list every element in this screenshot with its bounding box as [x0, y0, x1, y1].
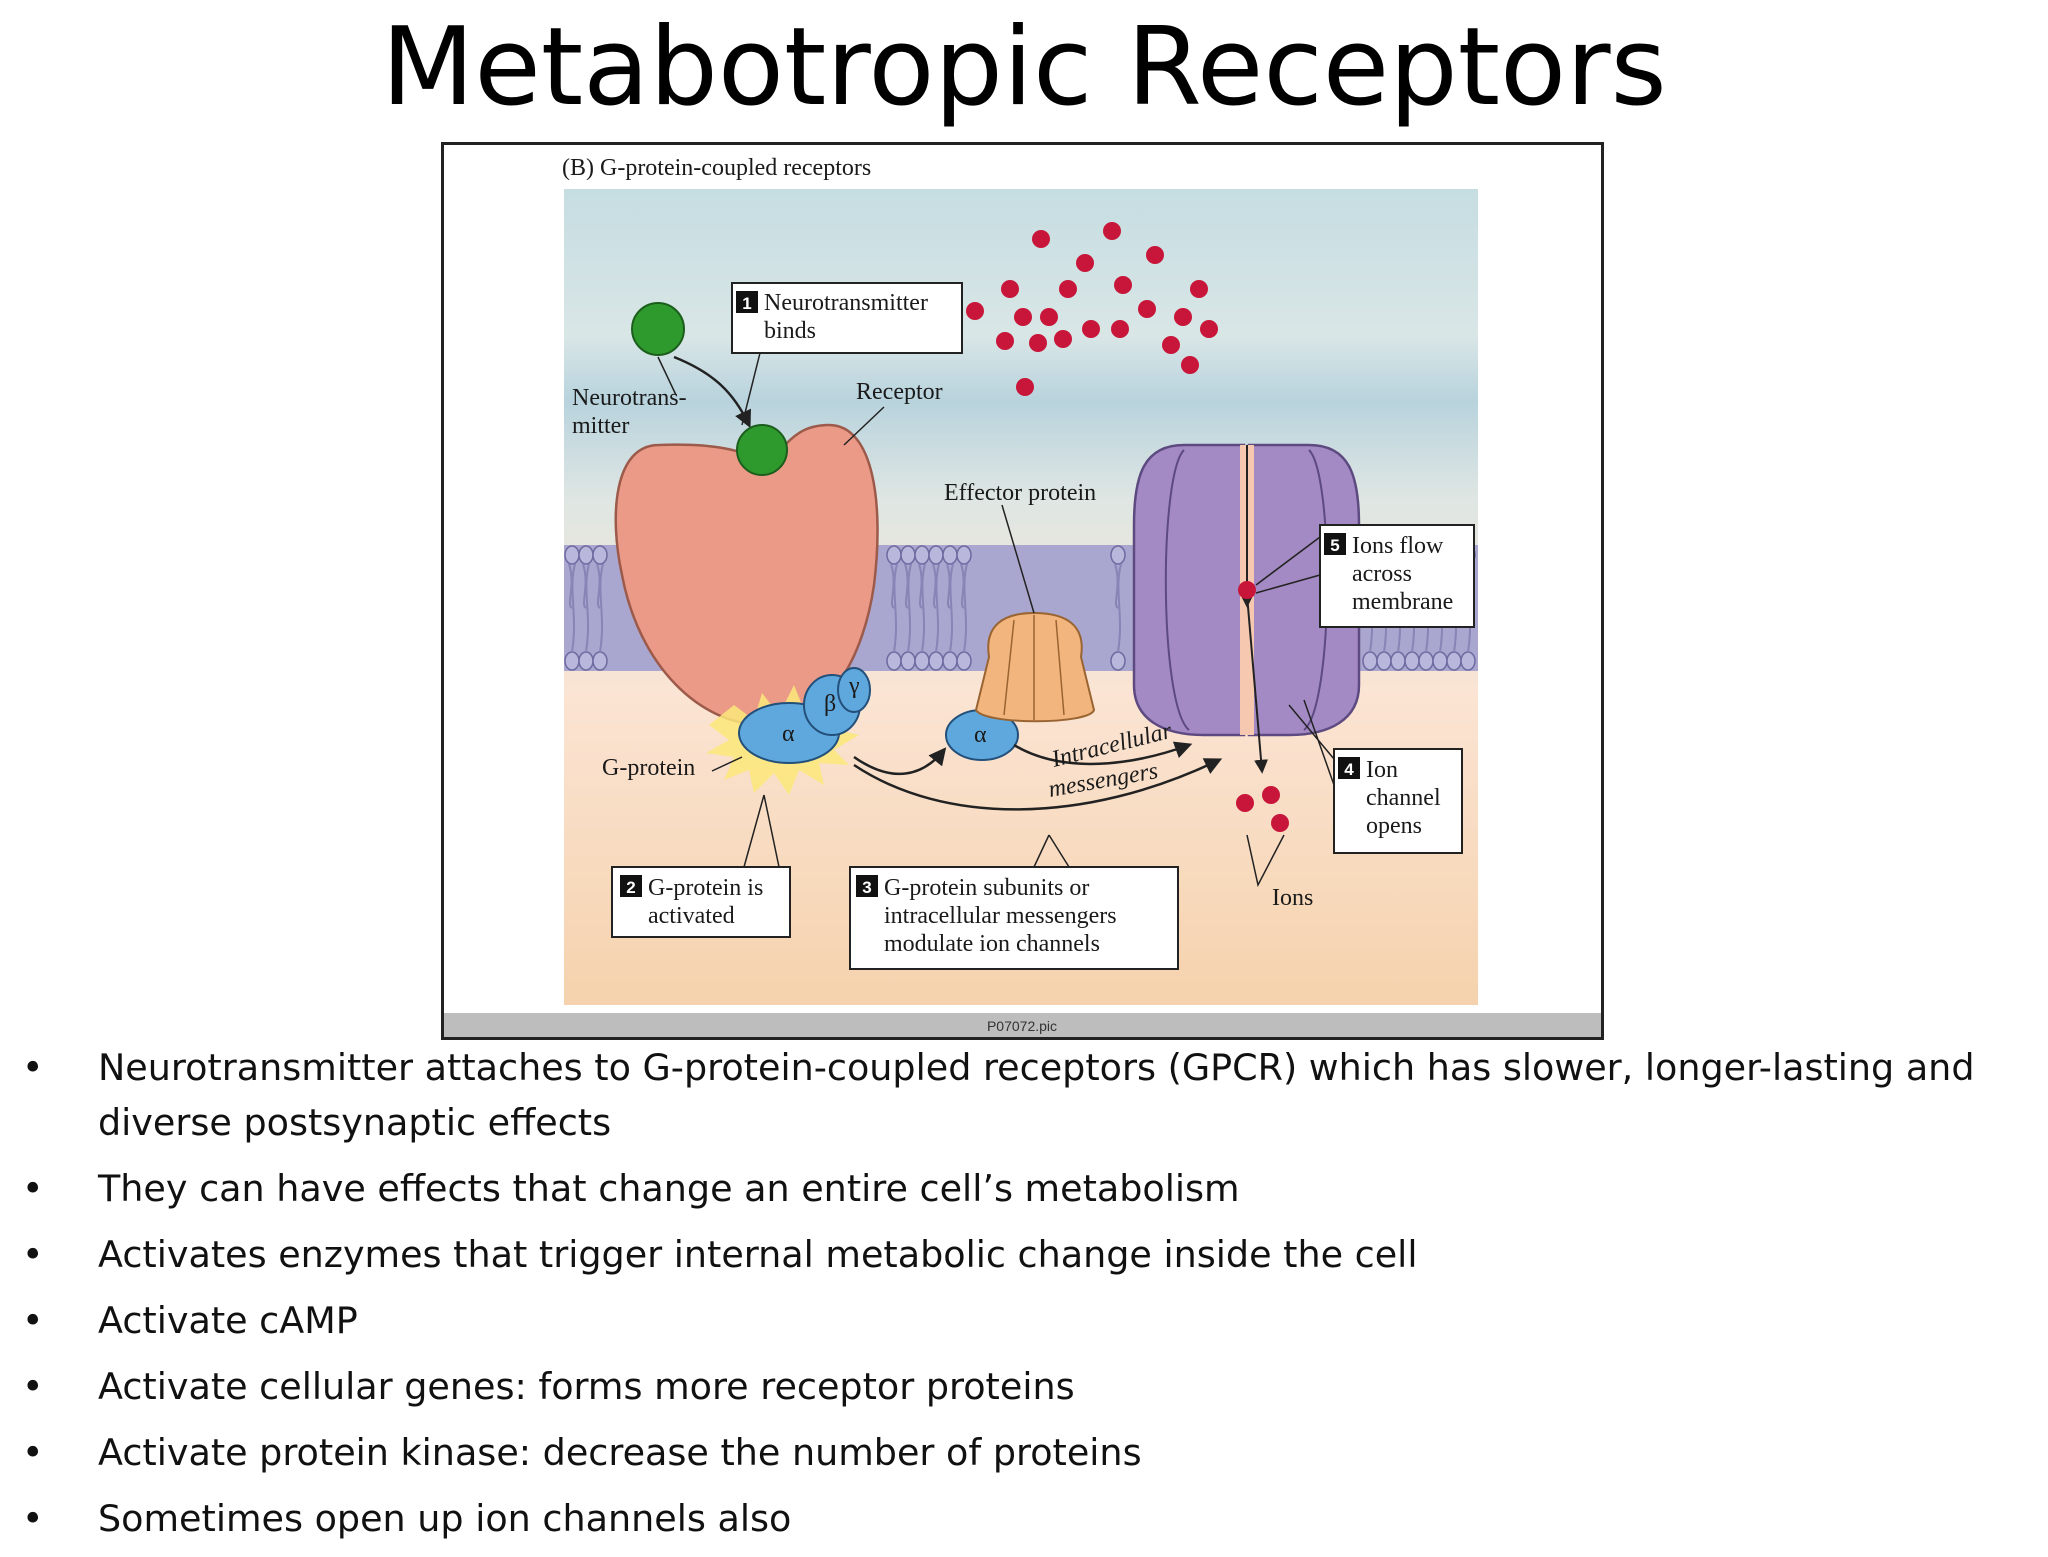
- bullet-text: Neurotransmitter attaches to G-protein-c…: [98, 1046, 1975, 1144]
- receptor-leader: [843, 406, 885, 446]
- step-4-callout: 4 Ion channel opens: [1288, 699, 1463, 854]
- ion-exit-arrow: [1246, 594, 1269, 774]
- bullet-text: Activate protein kinase: decrease the nu…: [98, 1431, 1142, 1474]
- neurotransmitter-label-2: mitter: [572, 413, 629, 439]
- svg-text:across: across: [1352, 561, 1412, 587]
- bullet-text: Activate cAMP: [98, 1299, 358, 1342]
- bullet-glyph: •: [22, 1046, 44, 1089]
- beta-label: β: [824, 691, 836, 717]
- figure-footer-bar: [444, 1013, 1601, 1037]
- bullet-item: • Sometimes open up ion channels also: [0, 1491, 2048, 1546]
- bullet-item: • Activate protein kinase: decrease the n…: [0, 1425, 2048, 1480]
- alpha-release-arrow: [853, 747, 947, 776]
- alpha-label-2: α: [974, 722, 987, 748]
- svg-text:membrane: membrane: [1352, 589, 1453, 615]
- svg-text:activated: activated: [648, 903, 735, 929]
- bullet-text: They can have effects that change an ent…: [98, 1167, 1240, 1210]
- slide-title: Metabotropic Receptors: [381, 5, 1667, 130]
- svg-text:3: 3: [862, 878, 871, 897]
- svg-text:Ions flow: Ions flow: [1352, 533, 1444, 559]
- svg-text:intracellular messengers: intracellular messengers: [884, 903, 1117, 929]
- svg-text:4: 4: [1344, 760, 1354, 779]
- g-protein-gamma: [837, 667, 871, 713]
- intracellular-ions: [1236, 786, 1289, 832]
- svg-text:2: 2: [626, 878, 635, 897]
- step-5-callout: 5 Ions flow across membrane: [1255, 524, 1475, 628]
- bullet-text: Activates enzymes that trigger internal …: [98, 1233, 1418, 1276]
- alpha-to-channel-arrow: [1013, 741, 1193, 766]
- effector-leader: [1001, 504, 1035, 614]
- step-3-callout: 3 G-protein subunits or intracellular me…: [849, 834, 1179, 970]
- alpha-label: α: [782, 721, 795, 747]
- figure-footer: P07072.pic: [987, 1018, 1057, 1034]
- svg-text:opens: opens: [1366, 813, 1422, 839]
- ion-channel: [1132, 443, 1361, 737]
- bullet-item: • Activate cAMP: [0, 1293, 2048, 1348]
- bullet-item: • They can have effects that change an en…: [0, 1161, 2048, 1216]
- gpcr-diagram: (B) G-protein-coupled receptors P07072.p…: [441, 142, 1604, 1040]
- bullet-text: Sometimes open up ion channels also: [98, 1497, 792, 1540]
- bullet-glyph: •: [22, 1167, 44, 1210]
- bullet-glyph: •: [22, 1299, 44, 1342]
- neurotransmitter-label-1: Neurotrans-: [572, 385, 687, 411]
- ion-in-channel: [1238, 581, 1256, 599]
- bullet-glyph: •: [22, 1365, 44, 1408]
- bullet-item: • Activate cellular genes: forms more rec…: [0, 1359, 2048, 1414]
- effector-protein: [974, 611, 1096, 723]
- neurotransmitter-leader: [657, 356, 677, 396]
- svg-text:Neurotransmitter: Neurotransmitter: [764, 290, 928, 316]
- bullet-glyph: •: [22, 1233, 44, 1276]
- svg-text:channel: channel: [1366, 785, 1441, 811]
- ions-label: Ions: [1272, 885, 1313, 911]
- svg-text:G-protein subunits or: G-protein subunits or: [884, 875, 1089, 901]
- svg-text:5: 5: [1330, 536, 1339, 555]
- bullet-item: • Activates enzymes that trigger internal…: [0, 1227, 2048, 1282]
- bullet-item: • Neurotransmitter attaches to G-protein-…: [0, 1040, 2048, 1150]
- receptor-label: Receptor: [856, 379, 943, 405]
- g-protein-leader: [711, 756, 743, 772]
- bullet-text: Activate cellular genes: forms more rece…: [98, 1365, 1075, 1408]
- svg-text:G-protein is: G-protein is: [648, 875, 763, 901]
- gamma-label: γ: [848, 673, 860, 699]
- svg-text:binds: binds: [764, 318, 816, 344]
- bullet-glyph: •: [22, 1497, 44, 1540]
- effector-protein-label: Effector protein: [944, 480, 1096, 506]
- bullet-list: • Neurotransmitter attaches to G-protein-…: [0, 1040, 2048, 1557]
- bullet-glyph: •: [22, 1431, 44, 1474]
- figure-caption: (B) G-protein-coupled receptors: [562, 155, 871, 181]
- svg-text:modulate ion channels: modulate ion channels: [884, 931, 1100, 957]
- g-protein-label: G-protein: [602, 755, 695, 781]
- bound-neurotransmitter: [736, 424, 788, 476]
- step-2-callout: 2 G-protein is activated: [611, 794, 791, 938]
- svg-text:1: 1: [742, 294, 751, 313]
- svg-text:Ion: Ion: [1366, 757, 1398, 783]
- neurotransmitter-molecule: [631, 302, 685, 356]
- step-1-callout: 1 Neurotransmitter binds: [731, 282, 963, 426]
- ions-leader: [1246, 834, 1285, 888]
- messenger-arrow: [853, 758, 1223, 811]
- extracellular-ions: [966, 222, 1218, 396]
